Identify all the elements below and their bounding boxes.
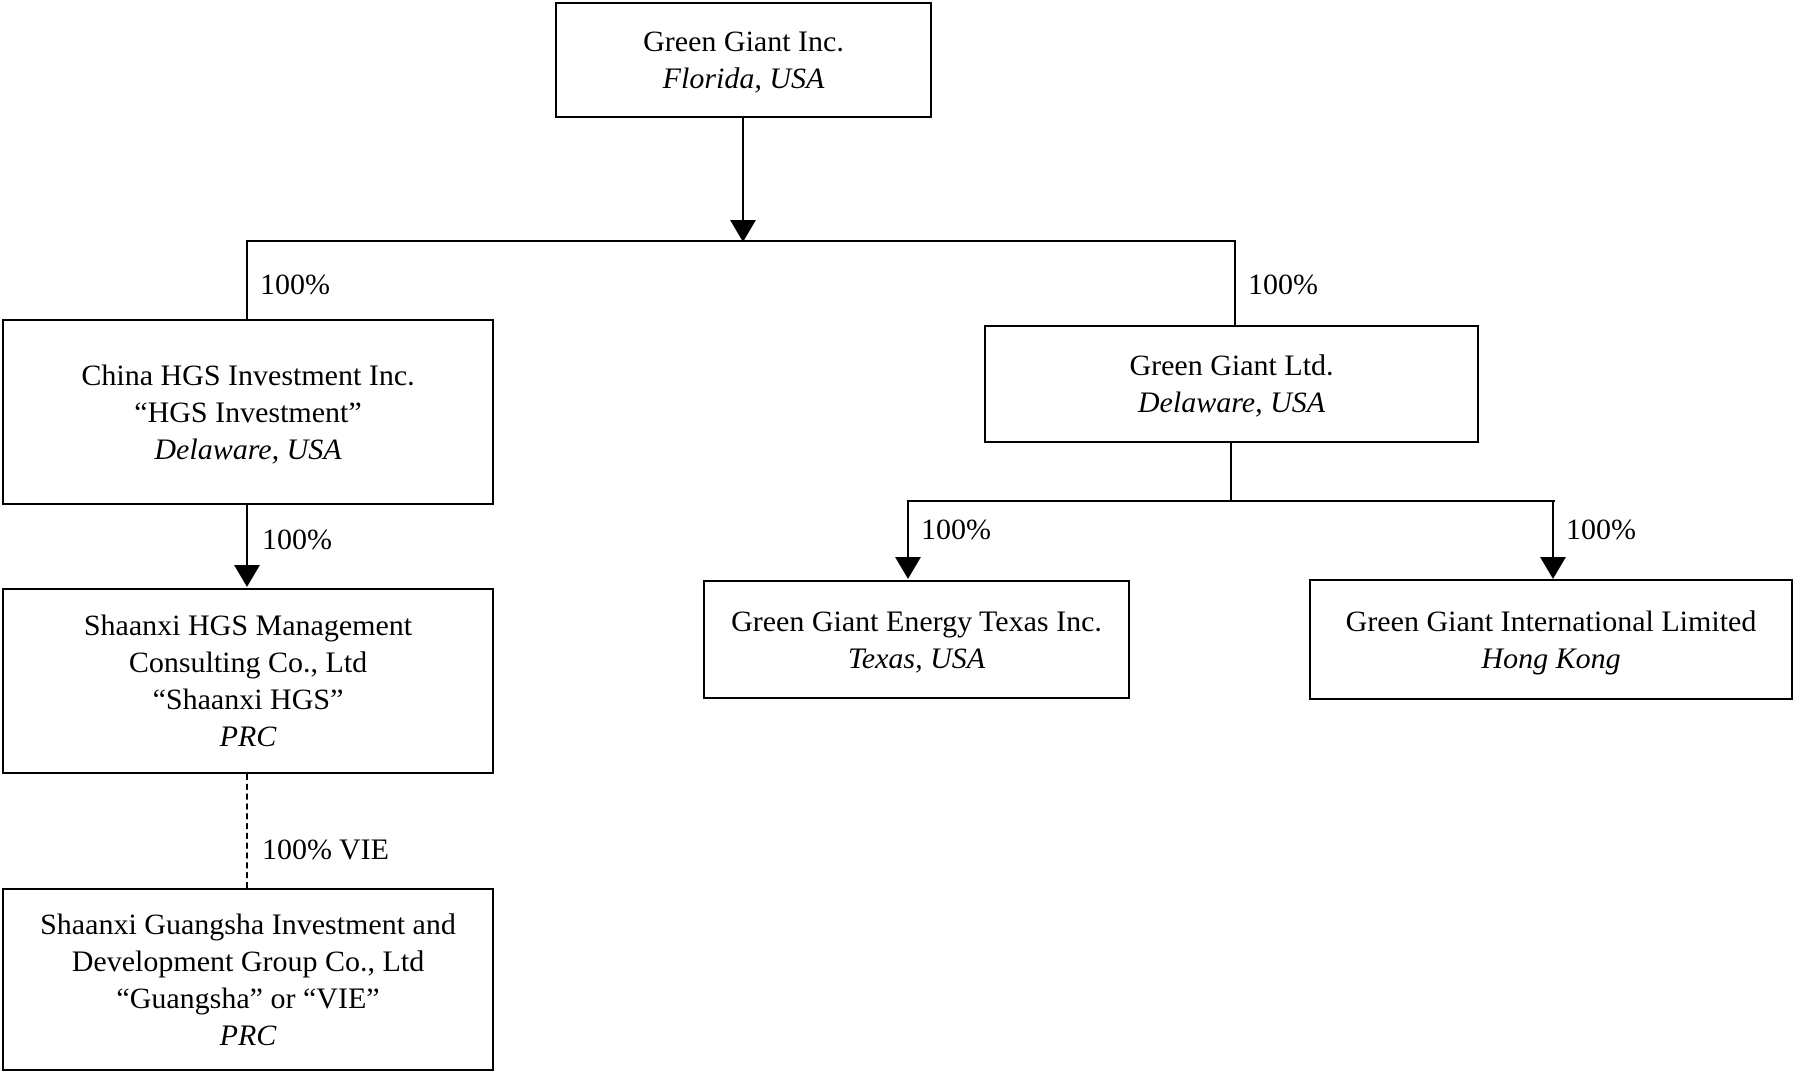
company-location: Texas, USA [847,641,986,675]
company-location: PRC [219,720,277,753]
company-name: Green Giant International Limited [1345,604,1757,638]
node-gg-energy-texas: Green Giant Energy Texas Inc. Texas, USA [703,580,1130,699]
edge-line-to-international [1552,500,1554,558]
node-guangsha-vie: Shaanxi Guangsha Investment and Developm… [2,888,494,1071]
arrowhead-down-icon [1540,557,1566,579]
edge-line-to-china-hgs [246,240,248,319]
edge-line-inc-down [742,118,744,222]
edge-line-to-ltd [1234,240,1236,325]
edge-line-top-horizontal [246,240,1236,242]
arrowhead-down-icon [730,220,756,242]
company-alias: “Shaanxi HGS” [152,683,344,716]
edge-line-to-texas [907,500,909,558]
ownership-label-vie: 100% VIE [262,833,389,866]
node-green-giant-inc: Green Giant Inc. Florida, USA [555,2,932,118]
company-name: Green Giant Inc. [643,25,844,58]
company-alias: “Guangsha” or “VIE” [116,981,380,1015]
company-name-line2: Development Group Co., Ltd [71,944,425,978]
company-location: PRC [219,1018,277,1052]
company-name: China HGS Investment Inc. [81,358,415,392]
company-name-line2: Consulting Co., Ltd [128,646,368,679]
edge-line-mid-horizontal [907,500,1555,502]
company-location: Hong Kong [1481,641,1621,675]
edge-line-ltd-down [1230,443,1232,502]
ownership-label-china-hgs: 100% [260,268,330,301]
company-location: Delaware, USA [1137,386,1326,419]
ownership-label-shaanxi: 100% [262,523,332,556]
edge-line-vie-dotted [246,774,248,888]
arrowhead-down-icon [234,565,260,587]
company-name: Green Giant Energy Texas Inc. [731,604,1102,638]
node-china-hgs-investment: China HGS Investment Inc. “HGS Investmen… [2,319,494,505]
ownership-label-texas: 100% [921,513,991,546]
arrowhead-down-icon [895,557,921,579]
node-green-giant-ltd: Green Giant Ltd. Delaware, USA [984,325,1479,443]
company-location: Delaware, USA [154,432,342,466]
company-name: Shaanxi HGS Management [83,609,413,642]
ownership-label-ltd: 100% [1248,268,1318,301]
company-alias: “HGS Investment” [134,395,362,429]
node-gg-international: Green Giant International Limited Hong K… [1309,579,1793,700]
company-name: Green Giant Ltd. [1129,349,1334,382]
edge-line-china-hgs-down [246,505,248,567]
company-name: Shaanxi Guangsha Investment and [40,907,456,941]
company-location: Florida, USA [662,62,825,95]
node-shaanxi-hgs: Shaanxi HGS Management Consulting Co., L… [2,588,494,774]
ownership-label-international: 100% [1566,513,1636,546]
